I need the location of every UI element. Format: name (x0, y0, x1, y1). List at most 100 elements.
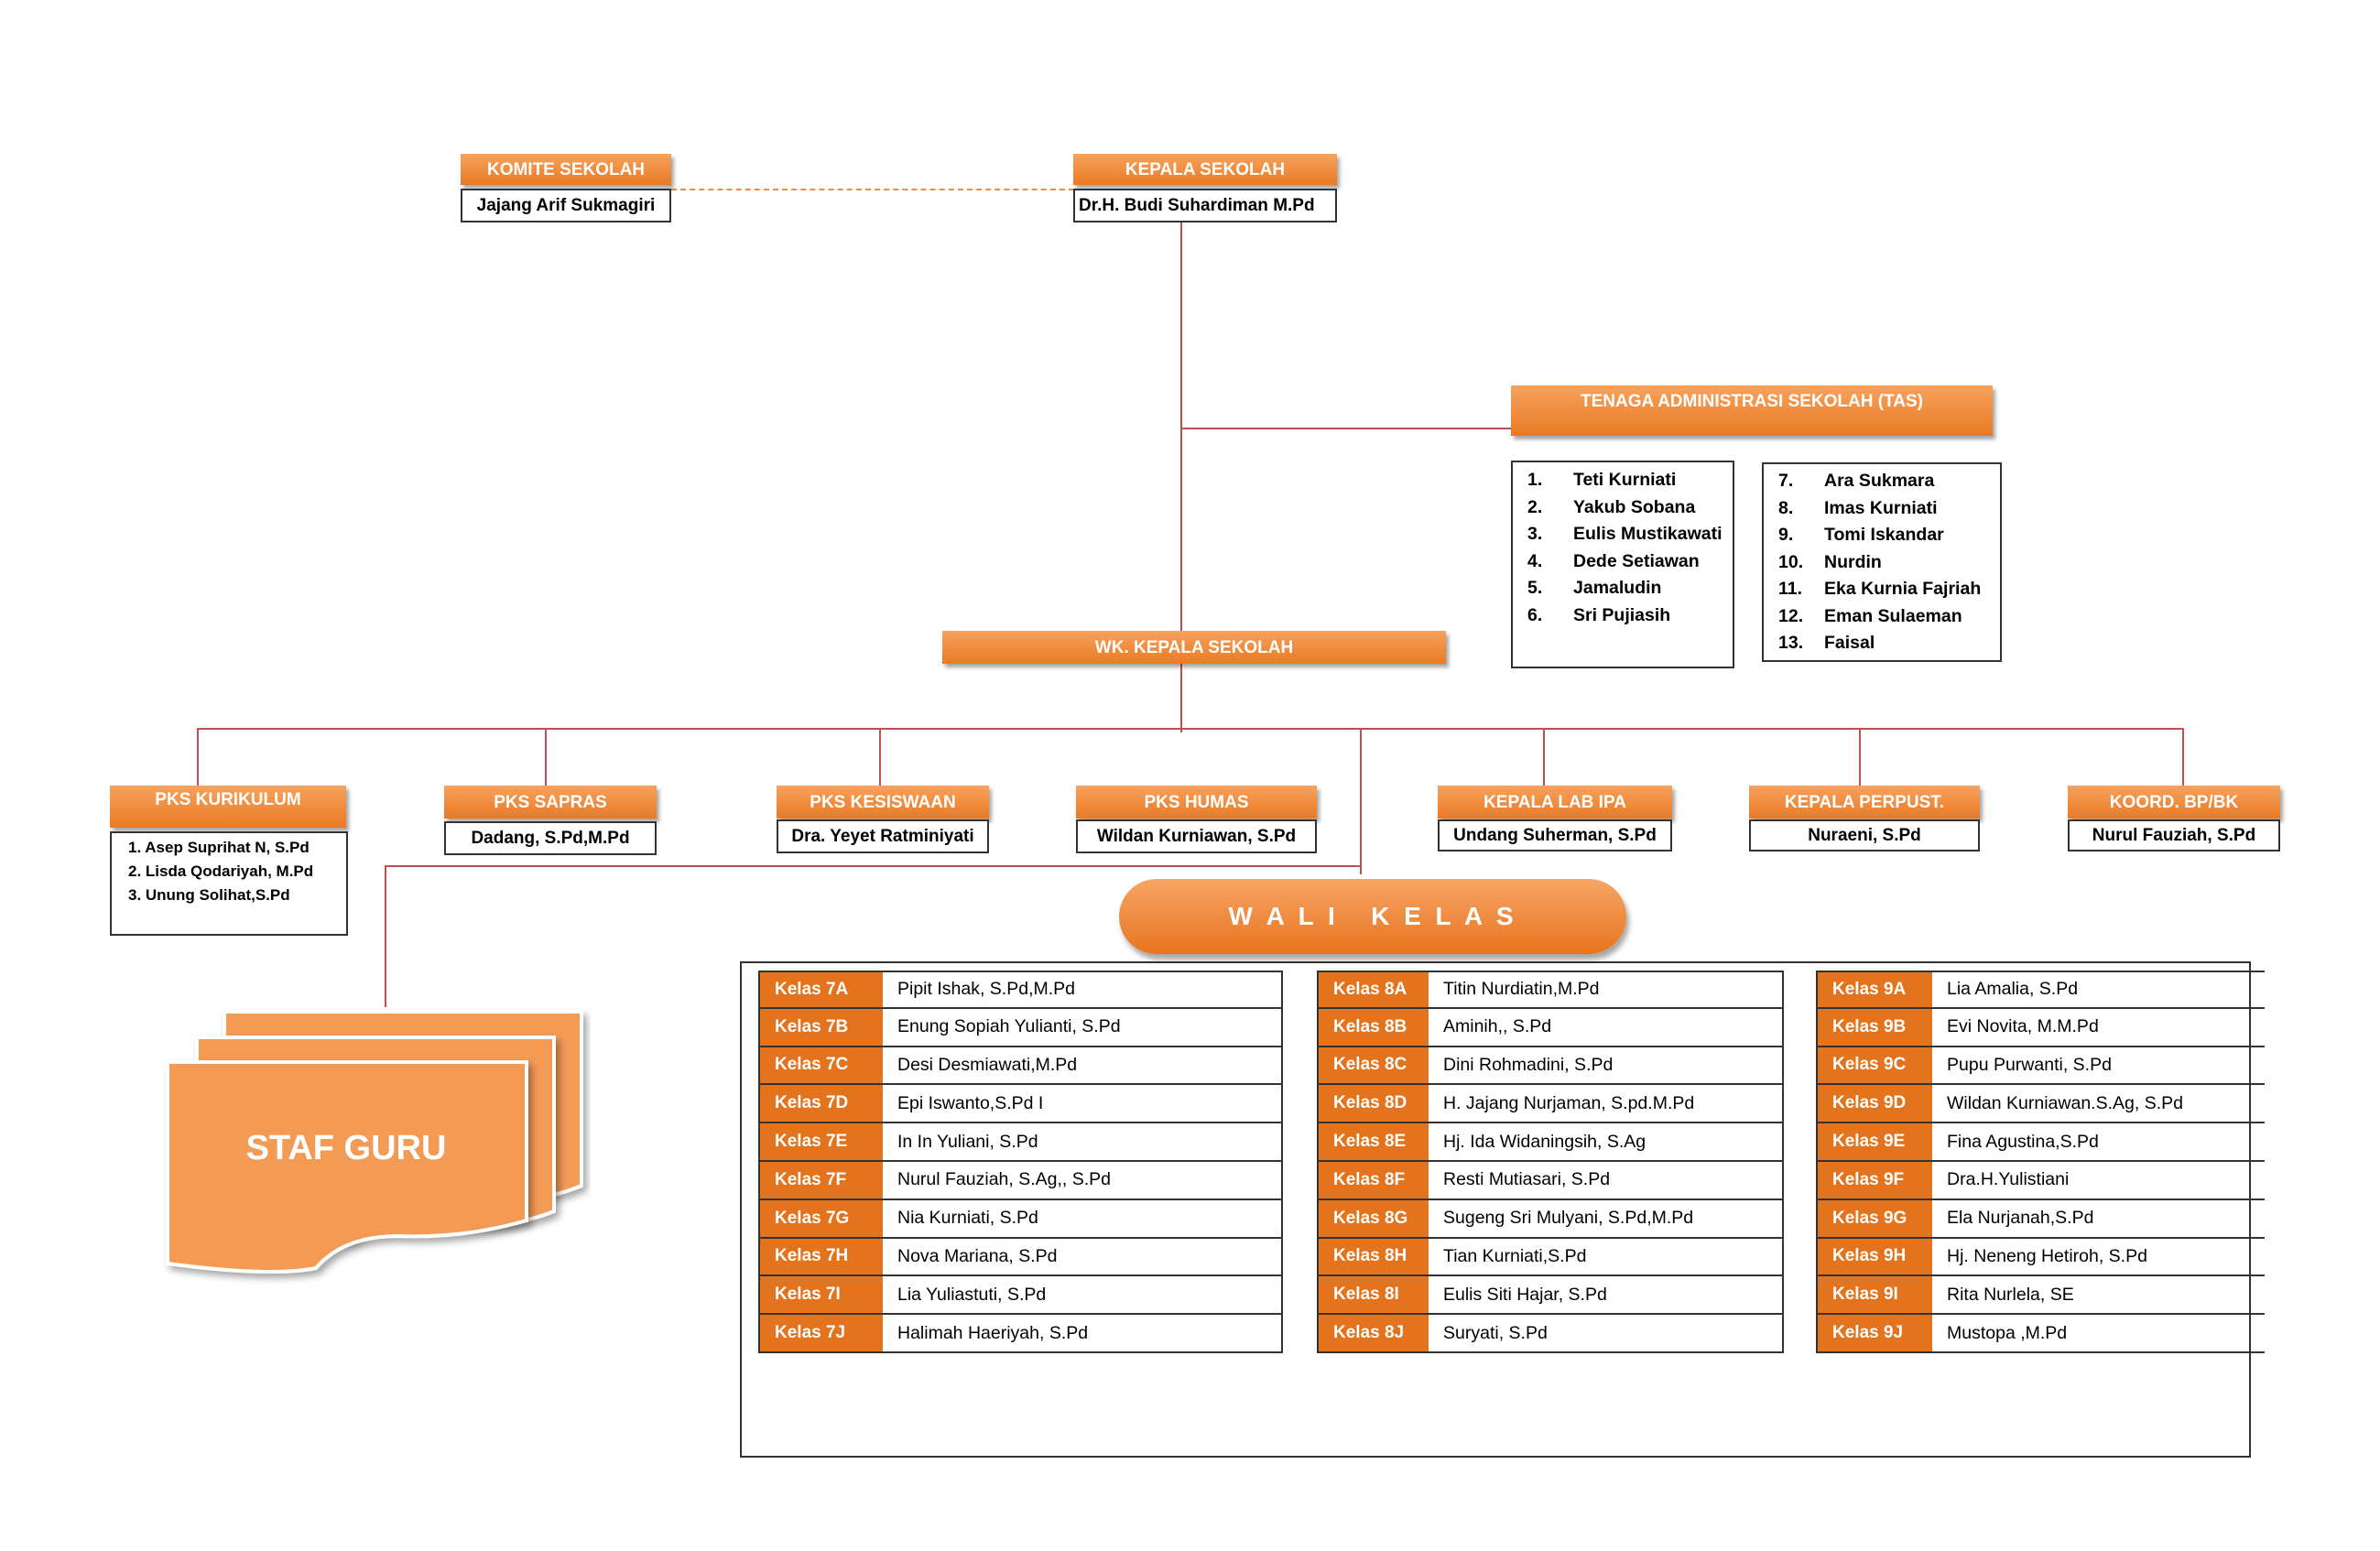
wali-kelas-name: Tian Kurniati,S.Pd (1443, 1245, 1587, 1266)
wali-kelas-row: Kelas 8D H. Jajang Nurjaman, S.pd.M.Pd (1319, 1085, 1782, 1124)
tas-list-item: 6.Sri Pujiasih (1527, 602, 1733, 630)
kelas-label: Kelas 7B (760, 1008, 883, 1046)
kelas-label: Kelas 7E (760, 1123, 883, 1160)
wali-kelas-name: Nia Kurniati, S.Pd (897, 1208, 1038, 1229)
wali-kelas-name: Fina Agustina,S.Pd (1947, 1131, 2099, 1152)
wali-kelas-name: Wildan Kurniawan.S.Ag, S.Pd (1947, 1092, 2183, 1113)
tas-item-name: Teti Kurniati (1573, 470, 1677, 491)
connector-kepala-vertical (1180, 222, 1182, 732)
tas-list-item: 9. Tomi Iskandar (1778, 522, 2000, 549)
koord-bpbk-header: KOORD. BP/BK (2068, 786, 2280, 819)
tas-item-name: Eulis Mustikawati (1573, 524, 1723, 545)
wali-kelas-name: Ela Nurjanah,S.Pd (1947, 1208, 2094, 1229)
kelas-label: Kelas 8I (1319, 1276, 1429, 1314)
wali-kelas-container (740, 961, 2251, 1458)
tas-header: TENAGA ADMINISTRASI SEKOLAH (TAS) (1511, 385, 1993, 436)
kelas-label: Kelas 8C (1319, 1047, 1429, 1084)
kelas-label: Kelas 8D (1319, 1085, 1429, 1123)
tas-list-item: 2.Yakub Sobana (1527, 494, 1733, 522)
connector-drop-kesiswaan (879, 728, 881, 786)
kelas-label: Kelas 7D (760, 1085, 883, 1123)
kelas-label: Kelas 7G (760, 1199, 883, 1237)
wali-kelas-name: Lia Yuliastuti, S.Pd (897, 1284, 1047, 1305)
wali-kelas-row: Kelas 7F Nurul Fauziah, S.Ag,, S.Pd (760, 1161, 1281, 1200)
tas-list-item: 11.Eka Kurnia Fajriah (1778, 576, 2000, 603)
wali-kelas-name: Suryati, S.Pd (1443, 1322, 1548, 1343)
kepala-perpustakaan-header: KEPALA PERPUST. (1749, 786, 1980, 819)
wali-kelas-row: Kelas 9B Evi Novita, M.M.Pd (1818, 1008, 2265, 1047)
tas-item-name: Dede Setiawan (1573, 550, 1700, 571)
wali-kelas-name: Evi Novita, M.M.Pd (1947, 1016, 2099, 1037)
connector-komite-dashed (671, 189, 1074, 190)
wali-kelas-name: Mustopa ,M.Pd (1947, 1322, 2068, 1343)
tas-item-number: 10. (1778, 551, 1804, 572)
kelas-label: Kelas 9I (1818, 1276, 1932, 1314)
tas-list-item: 1. Teti Kurniati (1527, 467, 1733, 494)
wali-kelas-name: Nurul Fauziah, S.Ag,, S.Pd (897, 1169, 1112, 1190)
kelas-label: Kelas 8B (1319, 1008, 1429, 1046)
connector-wali-vertical (1360, 728, 1362, 874)
tas-item-name: Tomi Iskandar (1824, 525, 1944, 546)
wali-kelas-name: Rita Nurlela, SE (1947, 1284, 2074, 1305)
wali-kelas-name: H. Jajang Nurjaman, S.pd.M.Pd (1443, 1092, 1695, 1113)
kelas-label: Kelas 8E (1319, 1123, 1429, 1160)
kepala-lab-ipa-header: KEPALA LAB IPA (1438, 786, 1672, 819)
kelas-label: Kelas 7F (760, 1161, 883, 1198)
wali-kelas-name: Dini Rohmadini, S.Pd (1443, 1054, 1614, 1075)
tas-item-name: Jamaludin (1573, 578, 1662, 599)
tas-item-number: 7. (1778, 471, 1794, 492)
pks-humas-header: PKS HUMAS (1076, 786, 1317, 819)
wali-kelas-name: Lia Amalia, S.Pd (1947, 979, 2079, 1000)
wali-kelas-row: Kelas 9J Mustopa ,M.Pd (1818, 1315, 2265, 1353)
tas-item-number: 5. (1527, 578, 1543, 599)
wali-kelas-name: Sugeng Sri Mulyani, S.Pd,M.Pd (1443, 1208, 1694, 1229)
tas-item-name: Faisal (1824, 633, 1875, 654)
wali-kelas-row: Kelas 8C Dini Rohmadini, S.Pd (1319, 1047, 1782, 1086)
tas-item-number: 8. (1778, 497, 1794, 518)
kelas-label: Kelas 8F (1319, 1161, 1429, 1198)
wali-kelas-name: Desi Desmiawati,M.Pd (897, 1054, 1078, 1075)
tas-list-item: 8.Imas Kurniati (1778, 495, 2000, 523)
kelas-label: Kelas 7A (760, 972, 883, 1007)
tas-item-number: 3. (1527, 524, 1543, 545)
kelas-label: Kelas 8J (1319, 1315, 1429, 1351)
connector-staf-horizontal (385, 865, 1361, 867)
kelas-label: Kelas 9J (1818, 1315, 1932, 1351)
pks-kurikulum-item: 2. Lisda Qodariyah, M.Pd (128, 862, 314, 880)
wali-kelas-row: Kelas 7G Nia Kurniati, S.Pd (760, 1199, 1281, 1239)
staf-guru-title: STAF GURU (245, 1129, 447, 1167)
pks-humas-name: Wildan Kurniawan, S.Pd (1076, 819, 1317, 853)
wali-kelas-name: Titin Nurdiatin,M.Pd (1443, 979, 1600, 1000)
kelas-label: Kelas 9B (1818, 1008, 1932, 1046)
wali-kelas-name: Enung Sopiah Yulianti, S.Pd (897, 1016, 1121, 1037)
kepala-perpustakaan-name: Nuraeni, S.Pd (1749, 819, 1980, 851)
staf-guru-multidocument (166, 1010, 583, 1274)
kelas-label: Kelas 9F (1818, 1161, 1932, 1198)
tas-item-number: 9. (1778, 525, 1794, 546)
wali-kelas-name: Nova Mariana, S.Pd (897, 1245, 1058, 1266)
connector-pks-horizontal (197, 728, 2184, 730)
tas-item-number: 1. (1527, 470, 1543, 491)
tas-list-item: 12.Eman Sulaeman (1778, 603, 2000, 631)
pks-sapras-header: PKS SAPRAS (444, 786, 657, 819)
tas-item-number: 4. (1527, 550, 1543, 571)
wali-kelas-name: Aminih,, S.Pd (1443, 1016, 1552, 1037)
kelas-label: Kelas 9H (1818, 1238, 1932, 1275)
tas-item-number: 12. (1778, 605, 1804, 626)
wali-kelas-name: Halimah Haeriyah, S.Pd (897, 1322, 1089, 1343)
pks-kurikulum-header: PKS KURIKULUM (110, 786, 346, 828)
koord-bpbk-name: Nurul Fauziah, S.Pd (2068, 819, 2280, 851)
